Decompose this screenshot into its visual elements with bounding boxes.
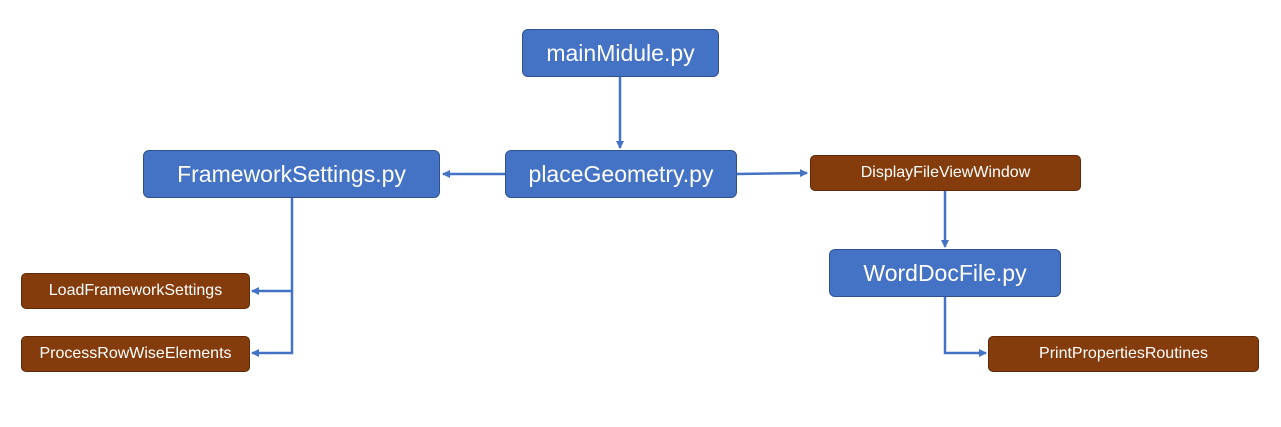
node-place-geometry: placeGeometry.py [505,150,737,198]
edge-placegeometry-to-displayfileview [736,169,808,178]
node-load-framework-settings: LoadFrameworkSettings [21,273,250,309]
edge-worddocfile-to-printproperties [943,297,987,357]
edge-frameworksettings-to-processrowwise [251,198,294,357]
node-print-properties-routines: PrintPropertiesRoutines [988,336,1259,372]
node-display-file-view-window: DisplayFileViewWindow [810,155,1081,191]
node-main-module: mainMidule.py [522,29,719,77]
node-process-row-wise-elements: ProcessRowWiseElements [21,336,250,372]
node-word-doc-file: WordDocFile.py [829,249,1061,297]
node-framework-settings: FrameworkSettings.py [143,150,440,198]
